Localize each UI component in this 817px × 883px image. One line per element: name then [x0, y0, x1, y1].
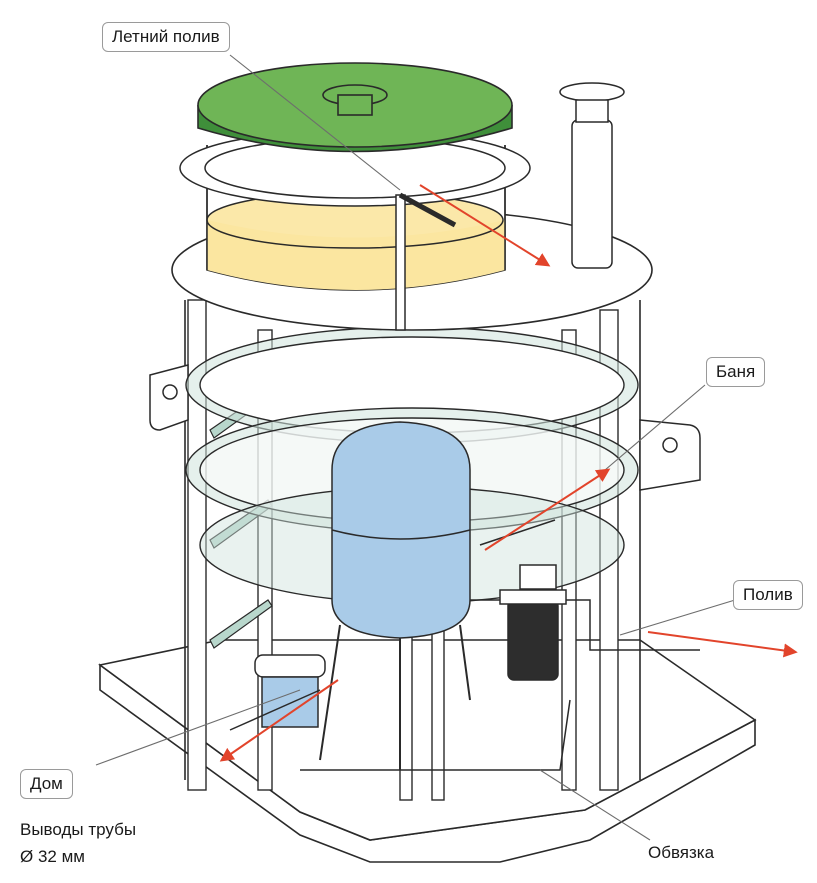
- pressure-tank: [319, 421, 471, 770]
- piping: [229, 519, 700, 771]
- arrow-house: [219, 679, 339, 762]
- label-piping: Обвязка: [648, 843, 715, 862]
- label-watering: Полив: [733, 580, 803, 610]
- vent-pipe: [559, 82, 625, 269]
- arrow-bath: [484, 468, 611, 551]
- lifting-lugs: [149, 364, 701, 491]
- flow-arrows: [219, 184, 798, 762]
- label-outlets-line2: Ø 32 мм: [20, 847, 85, 866]
- label-outlets-line1: Выводы трубы: [20, 820, 137, 839]
- label-summer-watering: Летний полив: [102, 22, 230, 52]
- green-lid: [197, 62, 513, 153]
- label-house: Дом: [20, 769, 73, 799]
- summer-watering-pipe: [395, 192, 457, 331]
- label-bath: Баня: [706, 357, 766, 387]
- support-rings: [185, 326, 639, 604]
- pump-assembly: [254, 564, 567, 728]
- arrow-watering: [647, 631, 798, 658]
- leader-lines: [95, 54, 736, 841]
- neck: [179, 129, 531, 291]
- arrow-summer-watering: [419, 184, 551, 267]
